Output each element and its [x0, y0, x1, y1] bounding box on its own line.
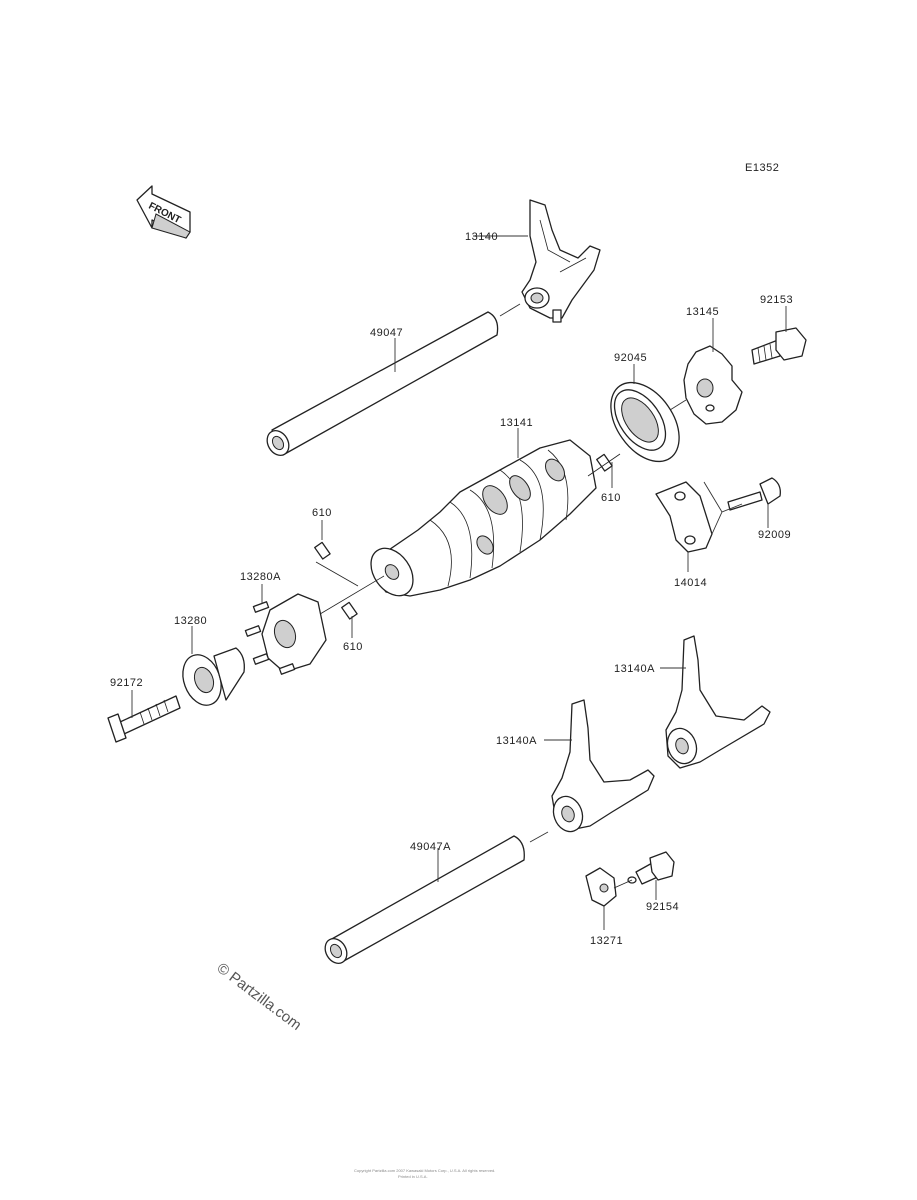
collar-13280 — [182, 647, 245, 706]
bearing-92045 — [610, 381, 680, 463]
label-13271: 13271 — [590, 935, 623, 947]
stopper-13271 — [585, 867, 617, 907]
label-13145: 13145 — [686, 306, 719, 318]
label-13140A-left: 13140A — [496, 735, 537, 747]
footer-line-2: Printed in U.S.A. — [398, 1174, 428, 1179]
shift-rod-49047 — [266, 311, 499, 456]
label-610-right: 610 — [601, 492, 621, 504]
screw-92009 — [727, 477, 781, 511]
label-13280: 13280 — [174, 615, 207, 627]
pin-610-lower — [341, 601, 358, 620]
footer-line-1: Copyright Partzilla.com 2007 Kawasaki Mo… — [354, 1168, 495, 1173]
label-610-lower: 610 — [343, 641, 363, 653]
bolt-92153 — [751, 327, 807, 365]
shift-rod-49047A — [324, 835, 525, 964]
label-13141: 13141 — [500, 417, 533, 429]
watermark: © Partzilla.com — [214, 960, 305, 1034]
label-92172: 92172 — [110, 677, 143, 689]
label-49047A: 49047A — [410, 841, 451, 853]
shift-drum-13141 — [370, 439, 597, 597]
bolt-92154 — [627, 851, 675, 885]
label-92153: 92153 — [760, 294, 793, 306]
label-610-top: 610 — [312, 507, 332, 519]
cam-plate-13145 — [683, 345, 743, 425]
label-14014: 14014 — [674, 577, 707, 589]
shift-fork-13140A-right — [665, 635, 771, 769]
label-13140A-right: 13140A — [614, 663, 655, 675]
front-arrow-icon: FRONT — [136, 185, 191, 239]
label-49047: 49047 — [370, 327, 403, 339]
shift-fork-13140 — [521, 199, 601, 323]
bolt-92172 — [107, 695, 181, 743]
shift-fork-13140A-left — [551, 699, 655, 833]
pin-610-top — [314, 541, 331, 560]
diagram-code: E1352 — [745, 162, 779, 174]
label-92045: 92045 — [614, 352, 647, 364]
label-13280A: 13280A — [240, 571, 281, 583]
pin-610-right — [596, 453, 613, 472]
plate-14014 — [655, 481, 713, 553]
label-13140: 13140 — [465, 231, 498, 243]
pin-holder-13280A — [244, 593, 327, 675]
label-92154: 92154 — [646, 901, 679, 913]
label-92009: 92009 — [758, 529, 791, 541]
